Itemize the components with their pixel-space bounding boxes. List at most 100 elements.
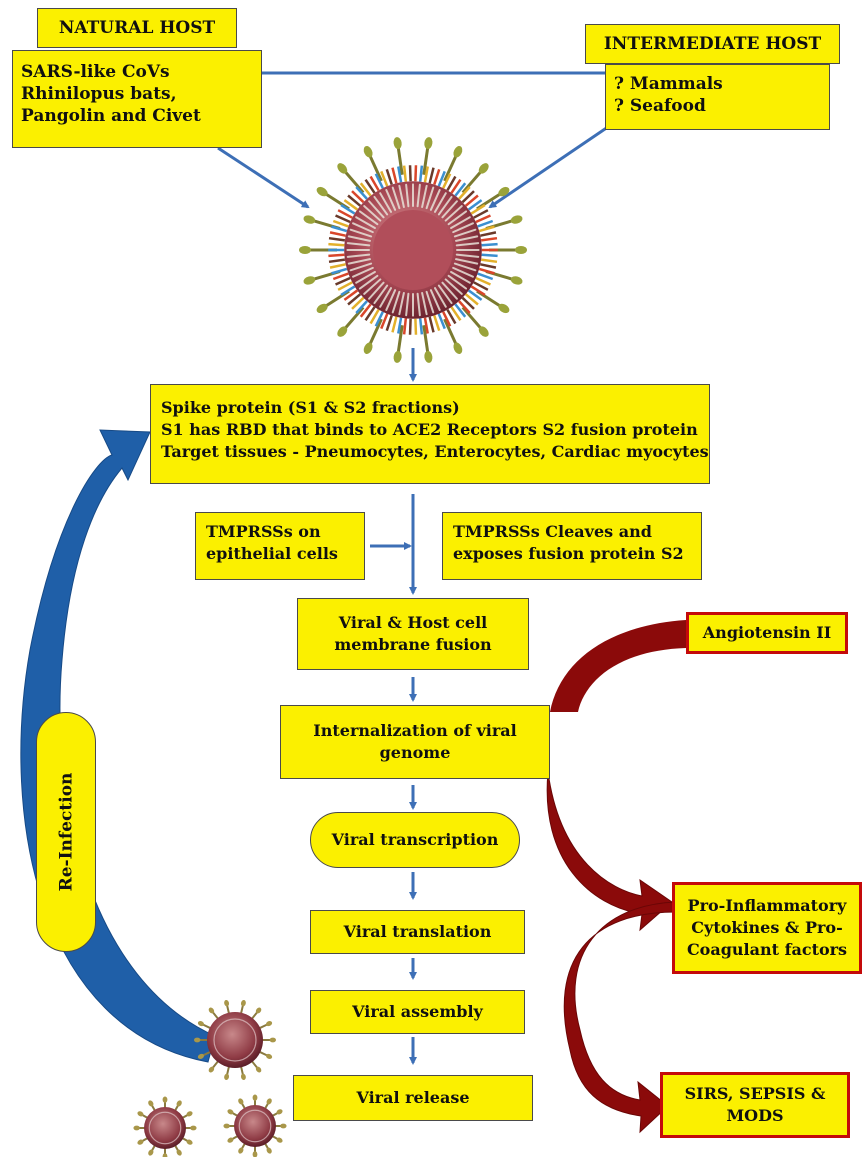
virus-membrane-strand [475, 214, 491, 224]
spike-protein-line: Spike protein (S1 & S2 fractions) [161, 398, 460, 417]
virus-inner-fiber [379, 287, 392, 308]
virus-spike-tip [393, 137, 402, 150]
virus-membrane-strand [340, 285, 356, 296]
virus-membrane-strand [480, 263, 497, 269]
virus-membrane-strand [364, 178, 376, 194]
virus-membrane-strand [475, 276, 491, 286]
virus-membrane-strand [442, 173, 452, 189]
virus-inner-fiber [425, 186, 435, 210]
virus-inner-fiber [358, 210, 379, 226]
virus-inner-fiber [455, 258, 479, 265]
virus-membrane-strand [473, 281, 489, 291]
virus-spike-tip [255, 1007, 262, 1014]
membrane-fusion-box: Viral & Host cell membrane fusion [297, 598, 529, 670]
virus-membrane-strand [340, 204, 356, 215]
virus-membrane-strand [402, 318, 408, 335]
virus-inner-fiber [421, 184, 428, 208]
virus-membrane-strand [369, 175, 380, 192]
virus-inner-fiber [347, 235, 371, 242]
virus-inner-fiber [379, 192, 392, 213]
sirs-line: SIRS, SEPSIS & [684, 1084, 826, 1103]
virus-membrane-strand [481, 242, 498, 247]
virus-inner-fiber [425, 290, 435, 314]
virus-membrane-strand [337, 209, 353, 219]
virus-membrane-strand [467, 289, 483, 301]
virus-spike-tip [478, 326, 489, 337]
viral-assembly-box: Viral assembly [310, 990, 525, 1034]
virus-membrane-strand [423, 166, 429, 183]
virus-inner-fiber [398, 184, 405, 208]
virus-spike-tip [265, 1053, 273, 1059]
angiotensin-arrow [550, 620, 686, 712]
virus-membrane-strand [458, 300, 471, 314]
virus-inner-ring [238, 1109, 272, 1143]
virus-membrane-strand [477, 219, 494, 228]
virus-inner-fiber [455, 253, 480, 258]
virus-spike-tip [194, 1037, 201, 1043]
virus-membrane-strand [359, 182, 372, 197]
virus-spike-tip [303, 215, 316, 224]
virus-spike-tip [363, 342, 373, 354]
intermediate-host-label: INTERMEDIATE HOST [585, 24, 840, 64]
intermediate-host-box: ? Mammals ? Seafood [605, 64, 830, 130]
reinfection-label-box: Re-Infection [36, 712, 96, 952]
virus-spike-tip [363, 146, 373, 158]
virus-spike-tip [510, 215, 523, 224]
intermediate-host-label-text: INTERMEDIATE HOST [603, 34, 822, 54]
virus-inner-fiber [385, 189, 397, 211]
cytokines-line: Pro-Inflammatory [687, 896, 847, 915]
virus-membrane-strand [442, 311, 452, 327]
virus-spike-tip [478, 163, 489, 174]
virus-spike-tip [393, 350, 402, 363]
virus-spike-tip [186, 1139, 193, 1145]
virus-spike-tip [223, 1123, 230, 1129]
virus-membrane-strand [450, 306, 462, 322]
virus-inner-fiber [453, 262, 477, 272]
virus-spike-tip [137, 1111, 144, 1117]
virus-spike-tip [186, 1111, 193, 1117]
virus-inner-fiber [455, 242, 480, 247]
viral-transcription-box: Viral transcription [310, 812, 520, 868]
internalization-line: genome [379, 743, 451, 762]
virus-inner-fiber [368, 281, 385, 300]
virus-membrane-strand [335, 214, 351, 224]
virus-membrane-strand [359, 303, 372, 318]
virus-membrane-strand [433, 168, 441, 185]
virus-membrane-strand [355, 300, 368, 314]
angiotensin-label: Angiotensin II [702, 623, 832, 642]
virus-spike-tip [510, 276, 523, 285]
viral-release-box: Viral release [293, 1075, 533, 1121]
virus-inner-fiber [447, 210, 468, 226]
virus-membrane-strand [391, 316, 398, 333]
virus-membrane-strand [437, 313, 446, 330]
virus-inner-fiber [416, 183, 421, 208]
angiotensin-box: Angiotensin II [686, 612, 848, 654]
virus-membrane-strand [450, 178, 462, 194]
virus-membrane-strand [428, 316, 435, 333]
virus-spike-tip [238, 1147, 244, 1154]
virus-inner-fiber [391, 186, 401, 210]
intermediate-host-line: ? Seafood [614, 96, 706, 116]
internalization-box: Internalization of viral genome [280, 705, 550, 779]
tmprss-epithelial-line: epithelial cells [206, 544, 338, 563]
virus-membrane-strand [480, 236, 498, 242]
virus-membrane-strand [369, 308, 380, 325]
virus-spike-tip [276, 1109, 283, 1115]
virus-membrane-strand [331, 225, 348, 233]
virus-inner-fiber [441, 281, 458, 300]
virus-inner-fiber [368, 200, 385, 219]
virus-spike-tip [337, 326, 348, 337]
to-cytokines-arrow [546, 771, 673, 932]
virus-membrane-strand [481, 253, 498, 258]
to-sirs-arrow [563, 901, 677, 1134]
virus-membrane-strand [347, 293, 362, 306]
virus-spike-tip [208, 1007, 215, 1014]
virus-membrane-strand [480, 231, 497, 237]
virus-inner-fiber [441, 200, 458, 219]
virus-spike-tip [240, 1073, 246, 1081]
natural-host-line: SARS-like CoVs [21, 62, 170, 82]
virus-inner-fiber [355, 216, 376, 229]
virus-membrane-strand [343, 199, 359, 211]
spike-protein-box: Spike protein (S1 & S2 fractions) S1 has… [150, 384, 710, 484]
virus-inner-fiber [391, 290, 401, 314]
